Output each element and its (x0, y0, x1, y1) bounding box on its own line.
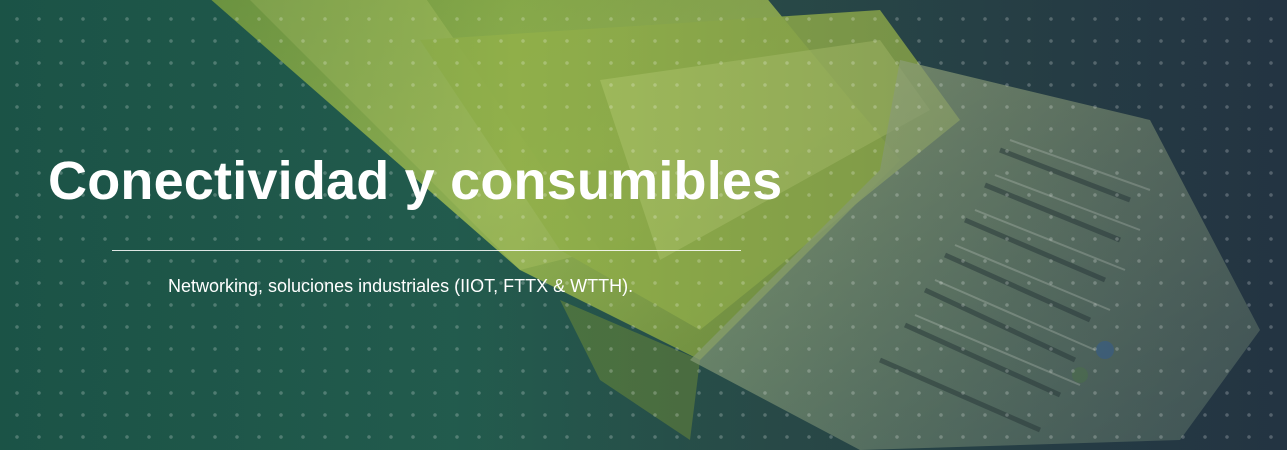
page-title: Conectividad y consumibles (48, 151, 783, 211)
title-divider (112, 250, 741, 251)
page-subtitle: Networking, soluciones industriales (IIO… (168, 276, 634, 296)
